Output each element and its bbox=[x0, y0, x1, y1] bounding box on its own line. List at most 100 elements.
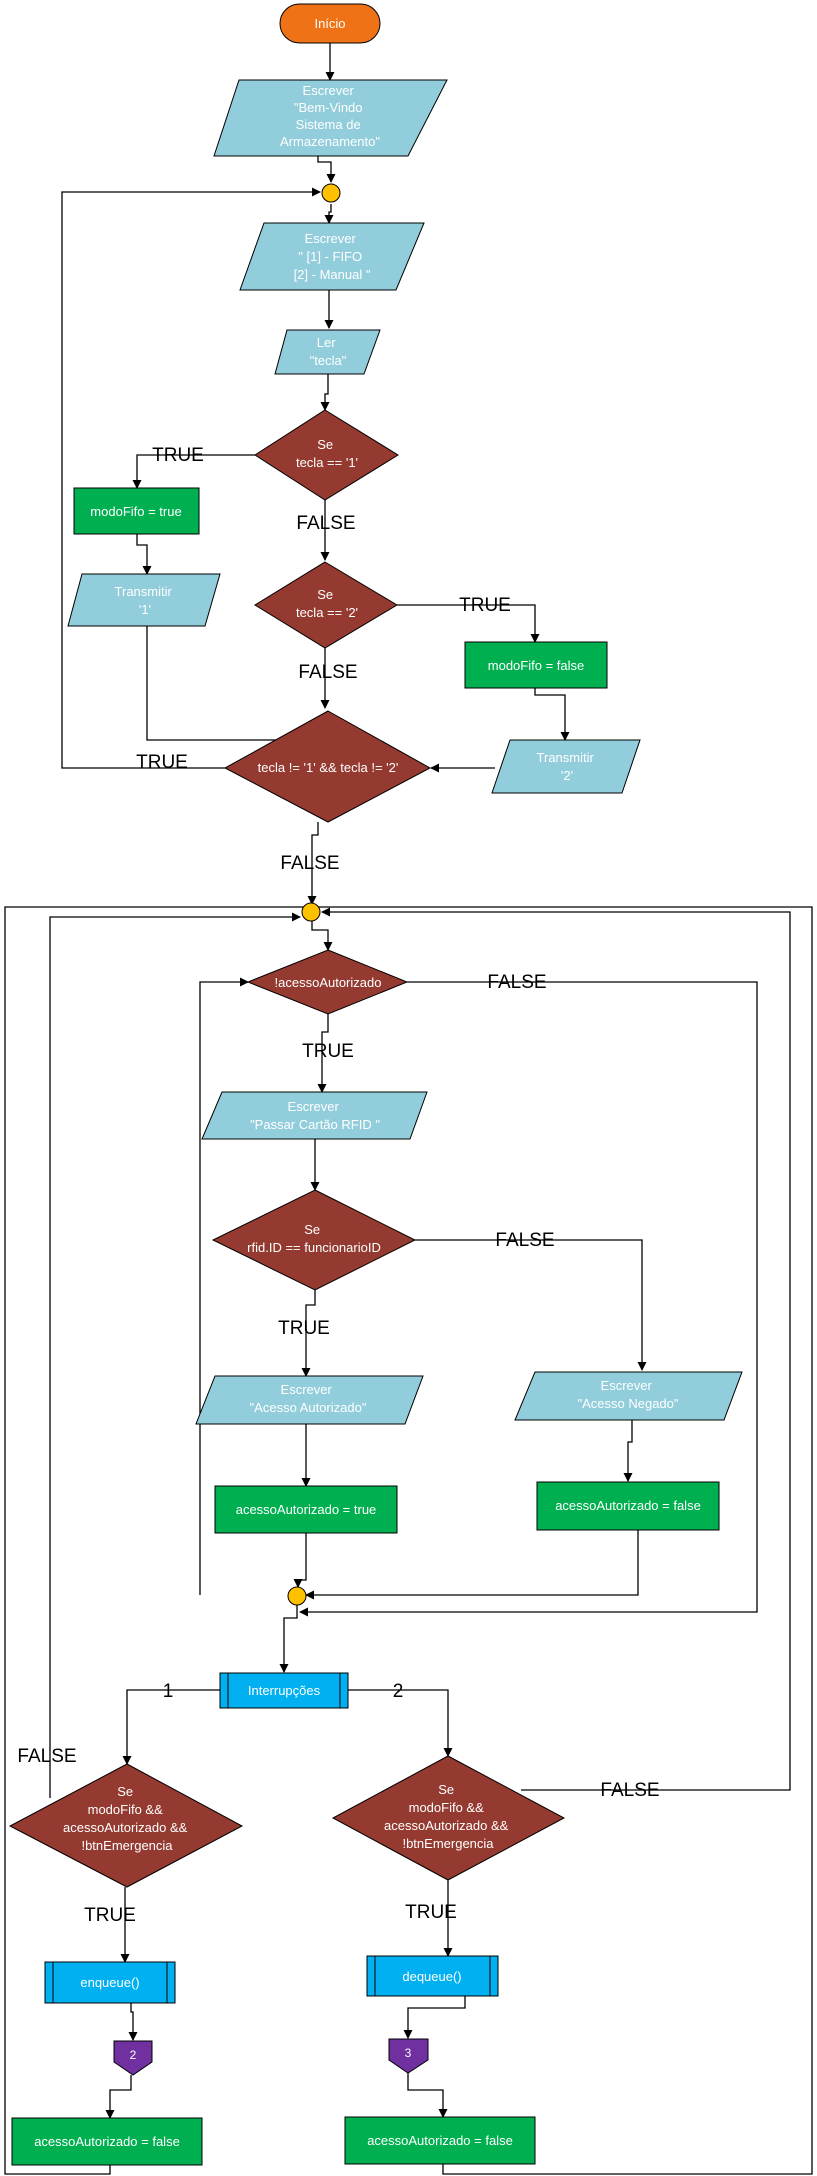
edge-interrupt-2 bbox=[348, 1689, 453, 1757]
read-key-line: "tecla" bbox=[310, 353, 347, 368]
edge-label-interrupt-1: 1 bbox=[163, 1681, 174, 1702]
write-denied-text: Escrever "Acesso Negado" bbox=[577, 1378, 678, 1411]
start-terminator: Início bbox=[279, 3, 381, 44]
if-key2-decision: Se tecla == '2' bbox=[254, 561, 398, 649]
write-denied-line: Escrever bbox=[601, 1378, 653, 1393]
edge-connector2-to-auth bbox=[311, 921, 333, 951]
transmit-2-io: Transmitir '2' bbox=[491, 739, 641, 794]
edge-label-auth-true: TRUE bbox=[302, 1041, 354, 1062]
write-granted-io: Escrever "Acesso Autorizado" bbox=[195, 1375, 424, 1425]
set-fifo-true-process: modoFifo = true bbox=[73, 487, 200, 535]
write-menu-io: Escrever " [1] - FIFO [2] - Manual " bbox=[239, 222, 425, 291]
read-key-io: Ler "tecla" bbox=[274, 329, 381, 375]
edge-dequeue-to-offpage3 bbox=[403, 1996, 466, 2039]
write-welcome-io: Escrever "Bem-Vindo Sistema de Armazenam… bbox=[213, 79, 448, 157]
if-right-line: !btnEmergencia bbox=[402, 1836, 494, 1851]
if-left-decision: Se modoFifo && acessoAutorizado && !btnE… bbox=[8, 1763, 244, 1888]
connector-1 bbox=[321, 183, 341, 203]
edge-auth-true bbox=[317, 1014, 329, 1093]
if-key1-text: Se tecla == '1' bbox=[296, 437, 358, 470]
validate-key-decision: tecla != '1' && tecla != '2' bbox=[223, 710, 432, 823]
edge-if-key1-true bbox=[132, 454, 255, 489]
write-pass-card-line: Escrever bbox=[288, 1099, 340, 1114]
edge-left-false-loop bbox=[49, 912, 301, 1798]
edge-bottom-loop bbox=[4, 906, 813, 2175]
offpage-2-label: 2 bbox=[130, 2048, 137, 2062]
edge-label-validate-true: TRUE bbox=[136, 752, 188, 773]
edge-label-interrupt-2: 2 bbox=[393, 1681, 404, 1702]
edge-interrupt-1 bbox=[122, 1689, 220, 1765]
set-auth-true-label: acessoAutorizado = true bbox=[236, 1502, 377, 1517]
offpage-3-label: 3 bbox=[405, 2046, 412, 2060]
edge-enqueue-to-offpage2 bbox=[128, 2003, 138, 2041]
if-left-text: Se modoFifo && acessoAutorizado && !btnE… bbox=[63, 1784, 191, 1853]
edge-auth-false bbox=[299, 981, 758, 1617]
if-rfid-decision: Se rfid.ID == funcionarioID bbox=[211, 1189, 417, 1291]
edge-right-false-loop bbox=[321, 907, 791, 1791]
set-fifo-false-process: modoFifo = false bbox=[464, 641, 608, 689]
edge-label-right-false: FALSE bbox=[600, 1780, 659, 1801]
connector-3 bbox=[287, 1586, 307, 1606]
set-auth-false-2-process: acessoAutorizado = false bbox=[11, 2117, 203, 2166]
set-fifo-false-label: modoFifo = false bbox=[488, 658, 584, 673]
edge-label-key2-false: FALSE bbox=[298, 662, 357, 683]
edge-validate-true-loop bbox=[61, 187, 321, 769]
if-key1-line: Se bbox=[317, 437, 333, 452]
write-welcome-line: Armazenamento" bbox=[280, 134, 380, 149]
read-key-line: Ler bbox=[317, 335, 336, 350]
edge-label-rfid-false: FALSE bbox=[495, 1230, 554, 1251]
edge-label-validate-false: FALSE bbox=[280, 853, 339, 874]
write-welcome-line: "Bem-Vindo bbox=[294, 100, 363, 115]
write-welcome-line: Sistema de bbox=[296, 117, 361, 132]
interrupts-label: Interrupções bbox=[248, 1683, 321, 1698]
if-key2-line: Se bbox=[317, 587, 333, 602]
transmit-1-line: Transmitir bbox=[115, 584, 173, 599]
transmit-1-text: Transmitir '1' bbox=[115, 584, 176, 617]
write-welcome-line: Escrever bbox=[303, 83, 355, 98]
if-key2-line: tecla == '2' bbox=[296, 605, 358, 620]
offpage-connector-3: 3 bbox=[388, 2038, 429, 2074]
transmit-2-line: '2' bbox=[561, 768, 573, 783]
edge-auth-loop-left bbox=[199, 977, 249, 1595]
if-right-text: Se modoFifo && acessoAutorizado && !btnE… bbox=[384, 1782, 512, 1851]
if-right-decision: Se modoFifo && acessoAutorizado && !btnE… bbox=[331, 1755, 566, 1881]
transmit-2-line: Transmitir bbox=[537, 750, 595, 765]
write-denied-line: "Acesso Negado" bbox=[577, 1396, 678, 1411]
if-key2-text: Se tecla == '2' bbox=[296, 587, 358, 620]
write-menu-line: " [1] - FIFO bbox=[298, 249, 362, 264]
edge-read-to-if-key1 bbox=[320, 374, 330, 411]
edge-label-key1-true: TRUE bbox=[152, 445, 204, 466]
set-auth-false-1-process: acessoAutorizado = false bbox=[536, 1481, 720, 1531]
if-right-line: acessoAutorizado && bbox=[384, 1818, 509, 1833]
if-rfid-line: rfid.ID == funcionarioID bbox=[247, 1240, 381, 1255]
connector-2 bbox=[301, 902, 321, 922]
edge-denied-to-set-false bbox=[623, 1420, 633, 1482]
edge-label-auth-false: FALSE bbox=[487, 972, 546, 993]
if-left-line: !btnEmergencia bbox=[81, 1838, 173, 1853]
edge-if-rfid-true bbox=[301, 1290, 316, 1377]
transmit-2-text: Transmitir '2' bbox=[537, 750, 598, 783]
edge-label-key1-false: FALSE bbox=[296, 513, 355, 534]
enqueue-subprocess: enqueue() bbox=[44, 1961, 176, 2004]
nodes: Início Escrever "Bem-Vindo Sistema de Ar… bbox=[8, 3, 743, 2166]
if-rfid-line: Se bbox=[304, 1222, 320, 1237]
edge-if-rfid-false bbox=[415, 1239, 647, 1371]
edge-connector1-to-menu bbox=[324, 204, 334, 224]
write-pass-card-io: Escrever "Passar Cartão RFID " bbox=[201, 1091, 428, 1140]
edge-if-key2-true bbox=[397, 604, 540, 643]
edge-set-true-to-connector3 bbox=[293, 1533, 307, 1588]
write-menu-text: Escrever " [1] - FIFO [2] - Manual " bbox=[294, 231, 371, 282]
set-auth-false-3-label: acessoAutorizado = false bbox=[367, 2133, 513, 2148]
write-menu-line: [2] - Manual " bbox=[294, 267, 371, 282]
edge-label-right-true: TRUE bbox=[405, 1902, 457, 1923]
validate-key-label: tecla != '1' && tecla != '2' bbox=[258, 760, 399, 775]
edge-set-false-to-connector3 bbox=[305, 1530, 639, 1600]
if-left-line: acessoAutorizado && bbox=[63, 1820, 188, 1835]
edge-connector3-to-interrupts bbox=[279, 1604, 298, 1673]
not-authorized-decision: !acessoAutorizado bbox=[246, 949, 409, 1015]
edge-offpage2-to-set-false bbox=[105, 2075, 132, 2119]
edge-transmit1-to-validate bbox=[146, 626, 278, 741]
edge-welcome-to-connector1 bbox=[317, 156, 336, 183]
write-granted-line: "Acesso Autorizado" bbox=[250, 1400, 367, 1415]
write-denied-io: Escrever "Acesso Negado" bbox=[514, 1371, 743, 1421]
